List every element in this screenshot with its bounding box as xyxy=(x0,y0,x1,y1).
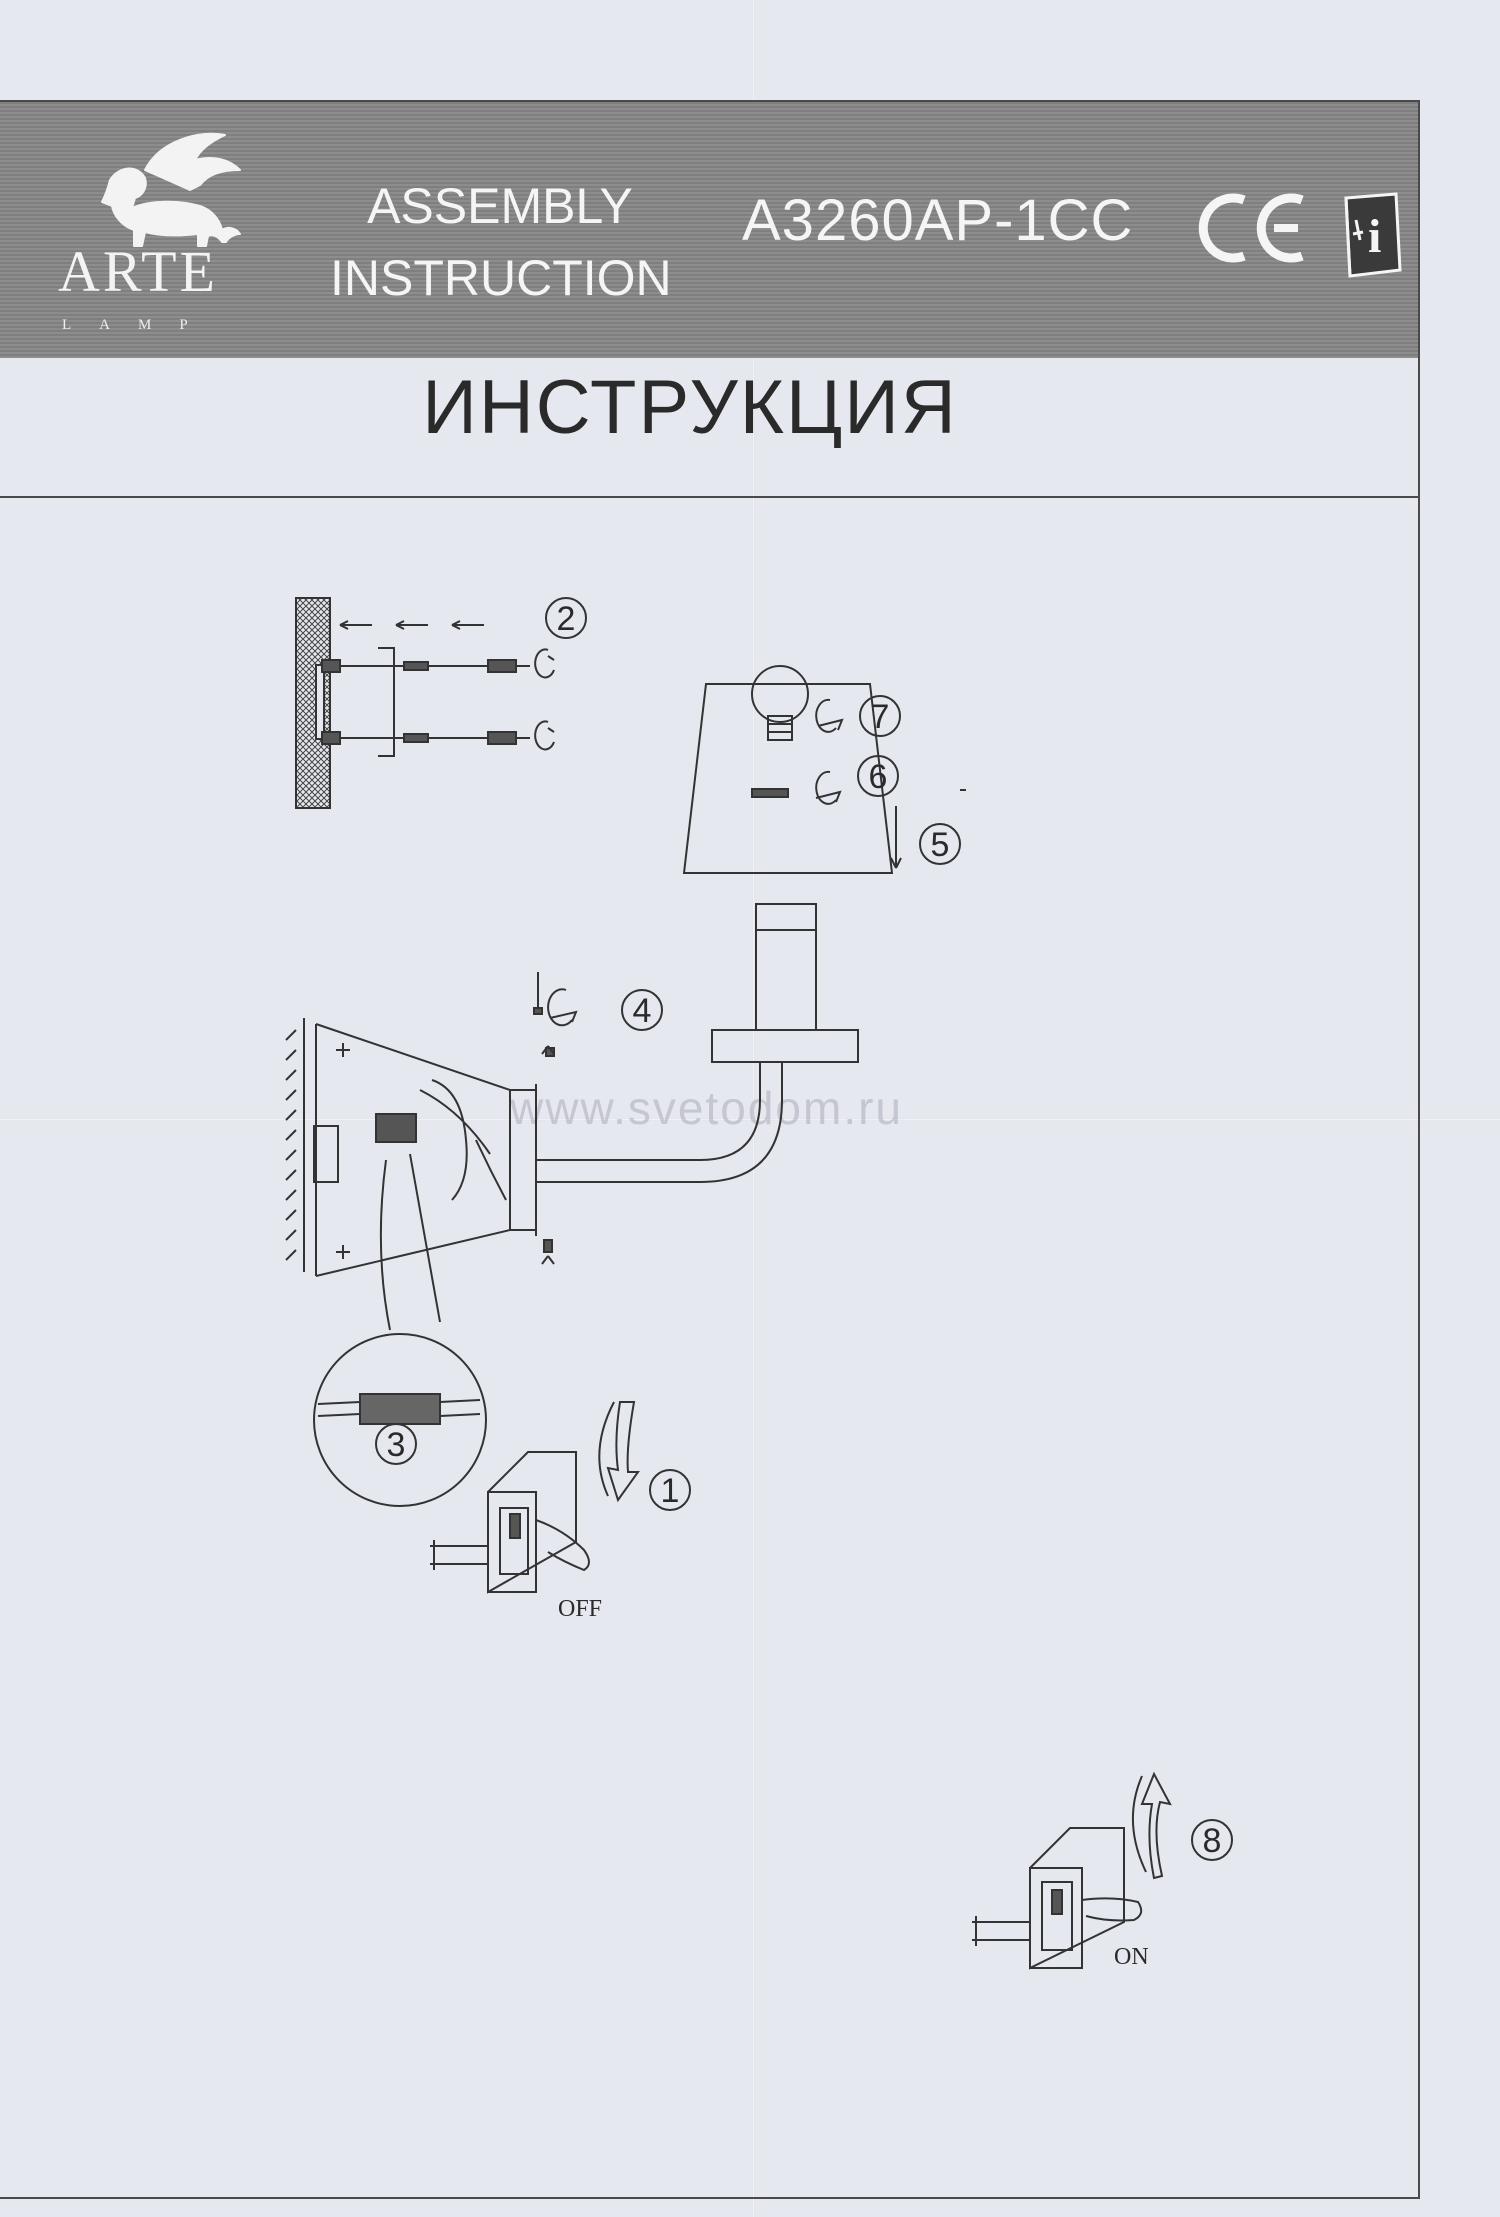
svg-text:i: i xyxy=(1368,210,1381,263)
step-2-number: 2 xyxy=(557,600,576,638)
step-5-number: 5 xyxy=(931,826,950,864)
brand-subtitle: LAMP xyxy=(62,317,216,333)
manual-book-icon: i xyxy=(1344,192,1402,278)
step-number-circles xyxy=(375,597,1233,1861)
watermark: www.svetodom.ru xyxy=(510,1082,904,1134)
paper-fold-horizontal xyxy=(0,1118,1500,1121)
switch-off-step xyxy=(430,1401,640,1594)
wall-plate-step xyxy=(285,972,578,1277)
arm-and-socket xyxy=(509,903,859,1236)
switch-off-label: OFF xyxy=(558,1596,602,1622)
switch-on-label: ON xyxy=(1114,1944,1149,1970)
step-6-number: 6 xyxy=(869,758,888,796)
ce-mark-icon xyxy=(1198,193,1304,263)
assembly-instruction-label: ASSEMBLY INSTRUCTION xyxy=(330,170,672,314)
page-title: ИНСТРУКЦИЯ xyxy=(422,365,958,450)
step-numbers: 2 7 6 5 4 3 1 8 xyxy=(387,600,1222,1860)
step-8-number: 8 xyxy=(1203,1822,1222,1860)
title-row xyxy=(0,358,1420,498)
switch-on-step xyxy=(972,1771,1172,1970)
paper-fold-vertical xyxy=(752,0,755,2217)
griffin-logo-icon xyxy=(101,132,241,247)
lamp-shade-step xyxy=(682,665,966,874)
header-band xyxy=(0,100,1420,358)
step-4-number: 4 xyxy=(633,992,652,1030)
step-7-number: 7 xyxy=(871,698,890,736)
wire-connector-step xyxy=(313,1153,487,1507)
assembly-line-2: INSTRUCTION xyxy=(330,250,672,306)
assembly-diagram: 2 7 6 5 4 3 1 8 OFF ON xyxy=(285,597,1233,1970)
wall-mount-step xyxy=(295,597,555,809)
model-number: A3260AP-1CC xyxy=(742,188,1134,253)
assembly-line-1: ASSEMBLY xyxy=(367,178,633,234)
step-1-number: 1 xyxy=(661,1472,680,1510)
step-3-number: 3 xyxy=(387,1426,406,1464)
brand-name: ARTE xyxy=(58,239,218,304)
